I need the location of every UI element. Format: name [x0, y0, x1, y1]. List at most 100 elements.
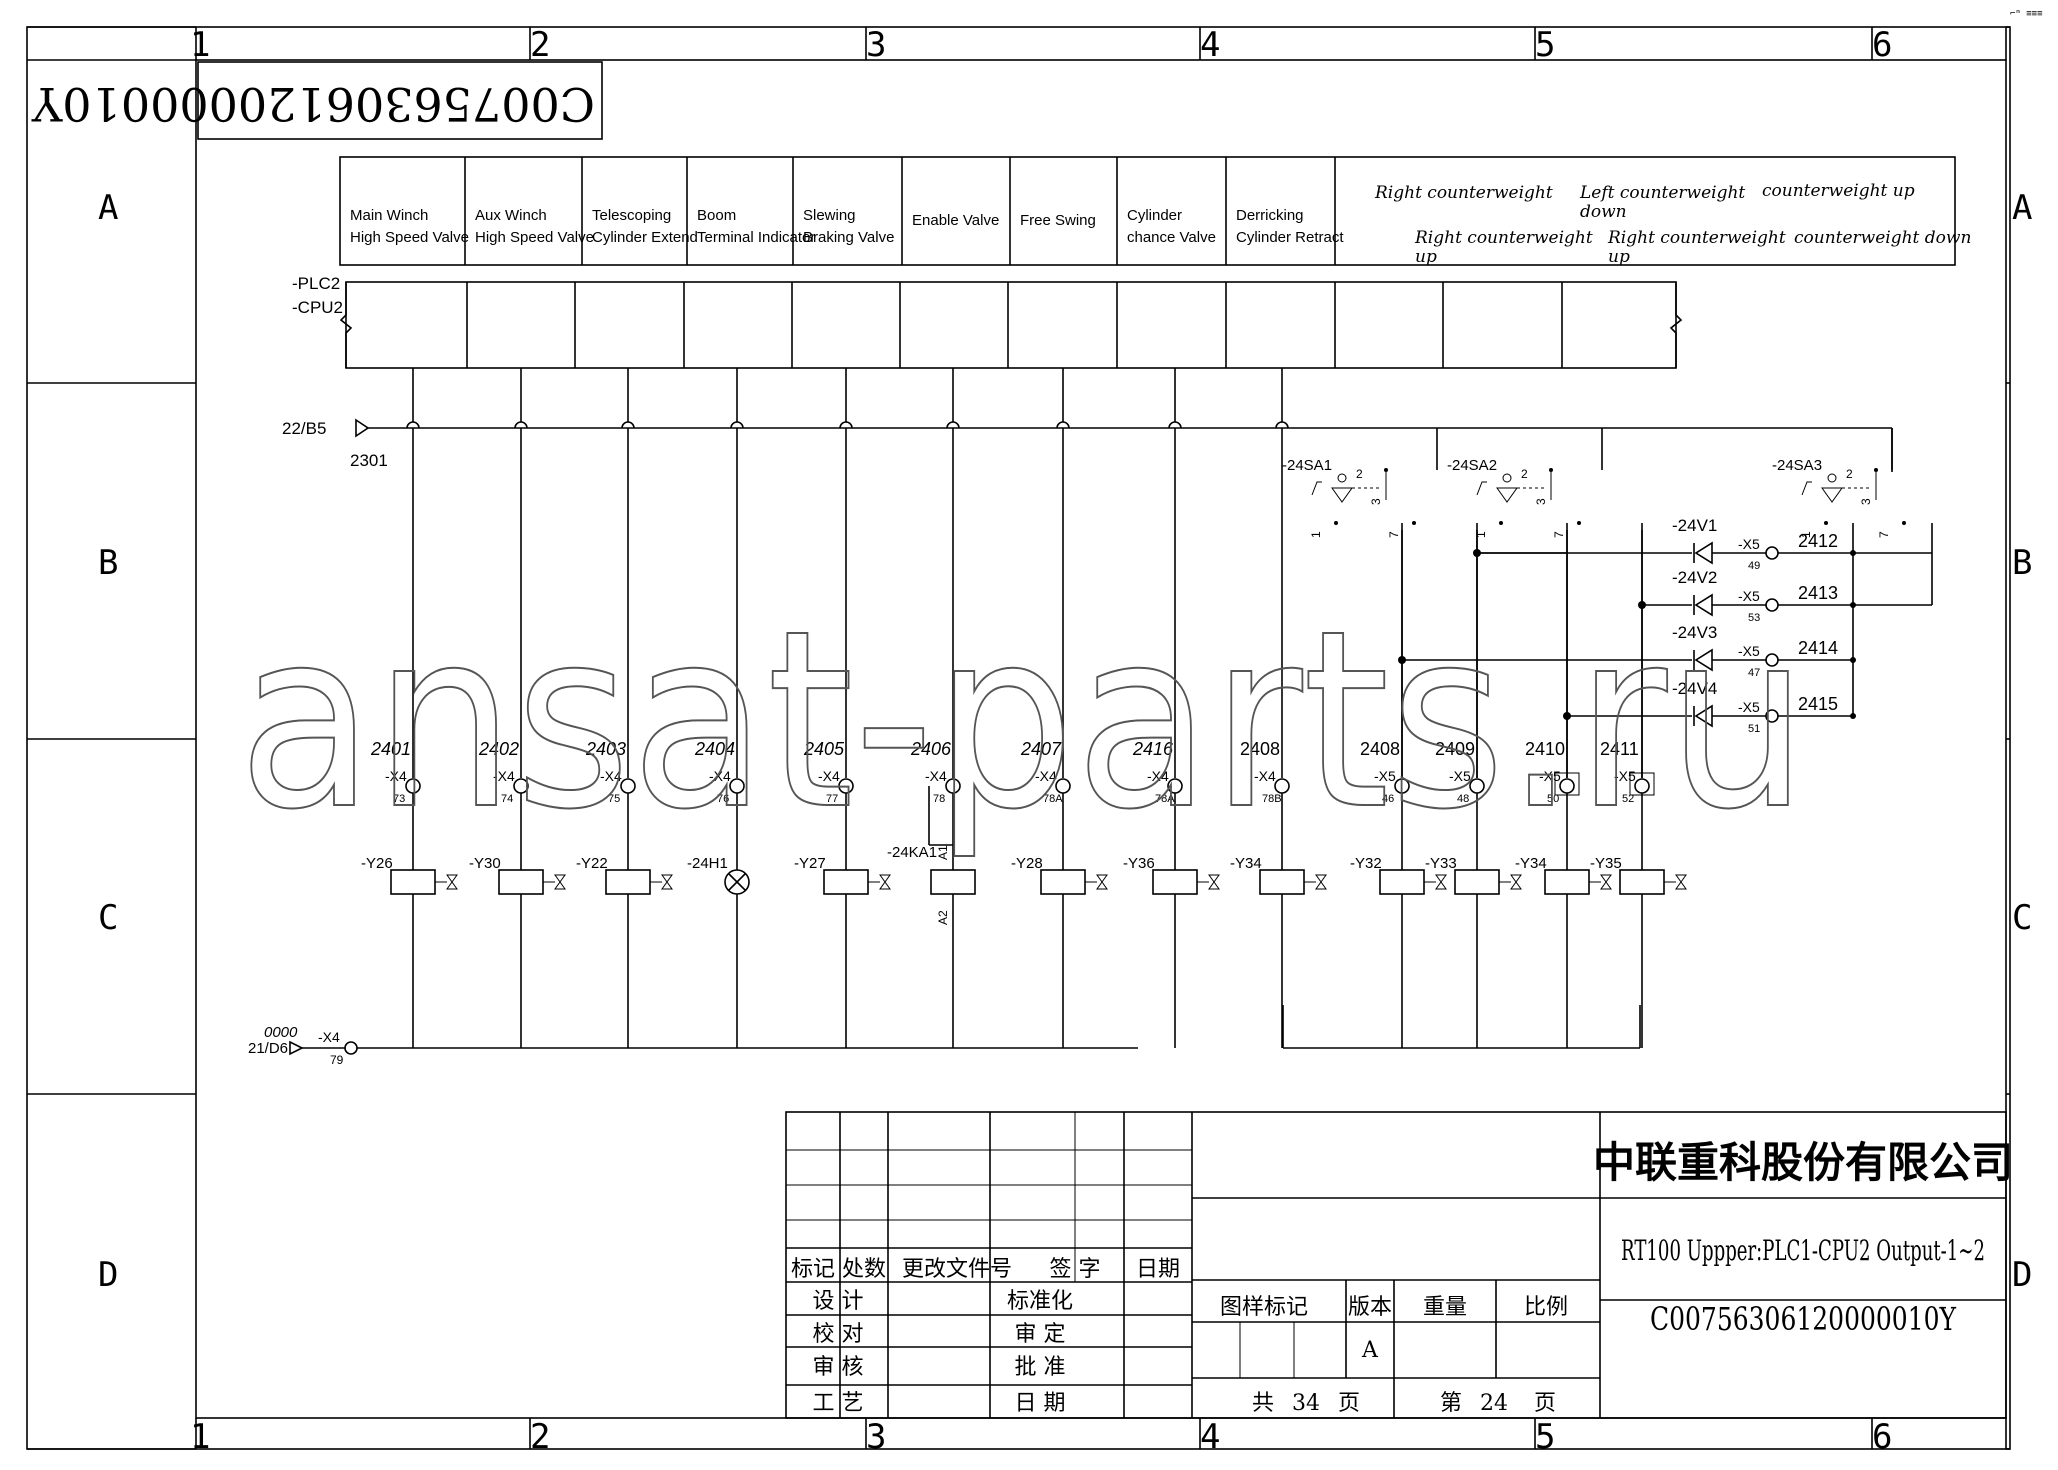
- grid-row-left: B: [98, 543, 118, 583]
- function-label-italic: Right counterweight: [1607, 228, 1786, 248]
- function-label-italic: up: [1415, 247, 1437, 267]
- device-label: -Y26: [361, 855, 393, 872]
- switch-label: -24SA1: [1282, 457, 1332, 474]
- supply-bus: 22/B5 2301: [282, 418, 1893, 472]
- terminal-pin: 51: [1748, 723, 1760, 735]
- terminal-label: -X5: [1449, 768, 1471, 784]
- terminal-pin: 75: [608, 793, 620, 805]
- device-label: -Y27: [794, 855, 826, 872]
- switch-pin: 3: [1534, 498, 1548, 505]
- ret-term: -X4: [318, 1029, 340, 1045]
- role-left-3: 工 艺: [813, 1391, 864, 1416]
- mirrored-drawing-number: C00756306120000010Y: [31, 77, 595, 131]
- version-value: A: [1361, 1338, 1379, 1363]
- output-circuit: 2403 -X4 75 -Y22: [576, 368, 673, 1048]
- grid-col-bottom: 5: [1535, 1417, 1555, 1457]
- role-right-2: 批 准: [1015, 1355, 1066, 1380]
- terminal-label: -X4: [818, 768, 840, 784]
- switch-pin: 1: [1309, 531, 1323, 538]
- page-no: 24: [1480, 1391, 1508, 1416]
- grid-col-bottom: 1: [190, 1417, 210, 1457]
- terminal-label: -X5: [1738, 588, 1760, 604]
- diode-label: -24V4: [1672, 679, 1717, 698]
- plc-block: -PLC2 -CPU2: [292, 274, 1683, 369]
- mark-label-2: 重量: [1423, 1295, 1467, 1320]
- switch-pin: 1: [1799, 531, 1813, 538]
- switch-label: -24SA3: [1772, 457, 1822, 474]
- role-left-2: 审 核: [813, 1355, 864, 1380]
- switch-pin: 7: [1387, 531, 1401, 538]
- terminal-pin: 77: [826, 793, 838, 805]
- grid-row-right: D: [2012, 1255, 2032, 1295]
- terminal-pin: 46: [1382, 793, 1394, 805]
- grid-col-bottom: 6: [1872, 1417, 1892, 1457]
- terminal-pin: 53: [1748, 612, 1760, 624]
- terminal-label: -X4: [925, 768, 947, 784]
- page-prefix: 第: [1440, 1391, 1462, 1416]
- switch-pin: 1: [1474, 531, 1488, 538]
- wire-number: 2407: [1020, 739, 1062, 759]
- terminal-label: -X4: [709, 768, 731, 784]
- rev-h-1: 处数: [842, 1257, 886, 1282]
- role-right-3: 日 期: [1015, 1391, 1066, 1416]
- relay-pin-a1: A1: [936, 845, 950, 860]
- wire-number: 2409: [1435, 739, 1475, 759]
- outer-border: [26, 26, 2011, 1450]
- grid-row-right: B: [2012, 543, 2032, 583]
- role-right-1: 审 定: [1015, 1322, 1066, 1347]
- diode-label: -24V2: [1672, 568, 1717, 587]
- grid-col-top: 1: [190, 25, 210, 65]
- wire-number: 2403: [585, 739, 626, 759]
- grid-col-top: 5: [1535, 25, 1555, 65]
- terminal-pin: 52: [1622, 793, 1634, 805]
- cpu-label: -CPU2: [292, 298, 343, 317]
- plc-label: -PLC2: [292, 274, 340, 293]
- mark-label-1: 版本: [1348, 1295, 1392, 1320]
- wire-number: 2411: [1600, 739, 1639, 759]
- drawing-title: RT100 Uppper:PLC1-CPU2 Output-1~2: [1621, 1234, 1985, 1267]
- rev-h-0: 标记: [791, 1257, 835, 1282]
- company-name: 中联重科股份有限公司: [1593, 1138, 2013, 1187]
- switch-pin: 2: [1521, 467, 1528, 481]
- drawing-code: C00756306120000010Y: [1650, 1300, 1957, 1338]
- wire-number: 2404: [694, 739, 735, 759]
- ret-term-no: 79: [330, 1053, 344, 1067]
- grid-col-top: 2: [530, 25, 550, 65]
- relay-pin-a2: A2: [936, 910, 950, 925]
- corner-mark: ⌐ᵐ ≡≡≡: [2010, 9, 2043, 19]
- function-label: Enable Valve: [912, 212, 999, 229]
- grid-col-top: 3: [866, 25, 886, 65]
- mirrored-number-box: [197, 61, 603, 140]
- terminal-pin: 74: [501, 793, 513, 805]
- bus-ref-in: 22/B5: [282, 419, 326, 438]
- rev-h-4: 日期: [1136, 1257, 1180, 1282]
- terminal-pin: 78A: [1155, 793, 1175, 805]
- title-block: 中联重科股份有限公司 RT100 Uppper:PLC1-CPU2 Output…: [785, 1111, 2013, 1419]
- page-unit: 页: [1534, 1391, 1556, 1416]
- terminal-label: -X4: [600, 768, 622, 784]
- output-circuits: 2401-X473-Y262402-X474-Y302403-X475-Y222…: [361, 368, 1687, 1048]
- switch-pin: 3: [1859, 498, 1873, 505]
- wire-number: 2408: [1360, 739, 1400, 759]
- terminal-pin: 78A: [1043, 793, 1063, 805]
- role-left-1: 校 对: [813, 1322, 864, 1347]
- device-label: -24KA1: [887, 844, 937, 861]
- terminal-label: -X4: [1147, 768, 1169, 784]
- device-label: -Y22: [576, 855, 608, 872]
- function-label-italic: counterweight down: [1794, 228, 1971, 248]
- device-label: -Y28: [1011, 855, 1043, 872]
- wire-number: 2413: [1798, 583, 1838, 603]
- switch-pin: 3: [1369, 498, 1383, 505]
